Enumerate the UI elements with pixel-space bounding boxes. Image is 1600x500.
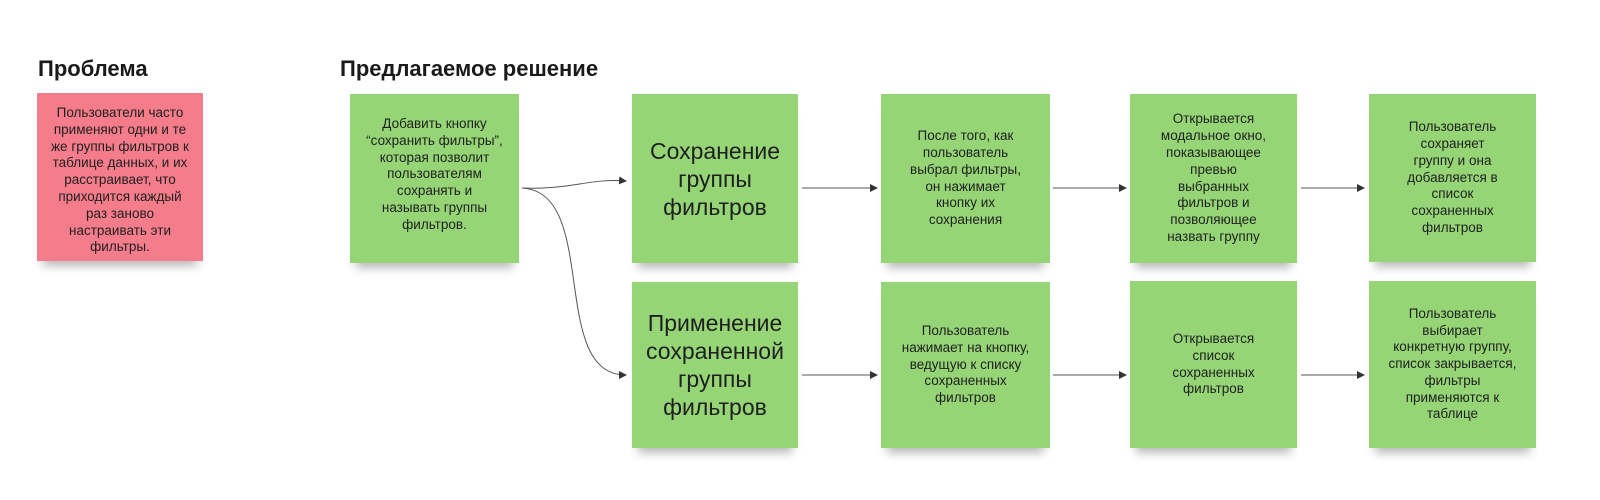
problem-note[interactable]: Пользователи часто применяют одни и те ж…: [37, 93, 203, 261]
save-step-1-note[interactable]: После того, как пользователь выбрал филь…: [881, 94, 1050, 263]
problem-heading: Проблема: [38, 56, 148, 81]
proposal-note-text: Добавить кнопку “сохранить фильтры”, кот…: [366, 116, 503, 232]
save-step-2-text: Открывается модальное окно, показывающее…: [1160, 111, 1267, 244]
apply-step-2-note[interactable]: Открывается список сохраненных фильтров: [1130, 281, 1297, 448]
apply-group-title-note[interactable]: Применение сохраненной группы фильтров: [632, 282, 798, 448]
proposal-note[interactable]: Добавить кнопку “сохранить фильтры”, кот…: [350, 94, 519, 263]
apply-group-title-text: Применение сохраненной группы фильтров: [646, 310, 784, 420]
save-step-1-text: После того, как пользователь выбрал филь…: [910, 128, 1021, 228]
apply-step-1-text: Пользователь нажимает на кнопку, ведущую…: [901, 323, 1030, 406]
apply-step-3-text: Пользователь выбирает конкретную группу,…: [1388, 305, 1517, 422]
save-step-3-note[interactable]: Пользователь сохраняет группу и она доба…: [1369, 94, 1536, 262]
apply-step-2-text: Открывается список сохраненных фильтров: [1172, 330, 1255, 397]
problem-note-text: Пользователи часто применяют одни и те ж…: [51, 105, 189, 255]
save-group-title-text: Сохранение группы фильтров: [649, 137, 781, 220]
connector-proposal-to-apply: [521, 187, 627, 379]
save-step-3-text: Пользователь сохраняет группу и она доба…: [1407, 119, 1498, 235]
connector-proposal-to-save: [521, 176, 627, 189]
save-group-title-note[interactable]: Сохранение группы фильтров: [632, 94, 798, 263]
apply-step-1-note[interactable]: Пользователь нажимает на кнопку, ведущую…: [881, 282, 1050, 448]
solution-heading: Предлагаемое решение: [340, 56, 599, 81]
apply-step-3-note[interactable]: Пользователь выбирает конкретную группу,…: [1369, 281, 1536, 448]
save-step-2-note[interactable]: Открывается модальное окно, показывающее…: [1130, 94, 1297, 263]
